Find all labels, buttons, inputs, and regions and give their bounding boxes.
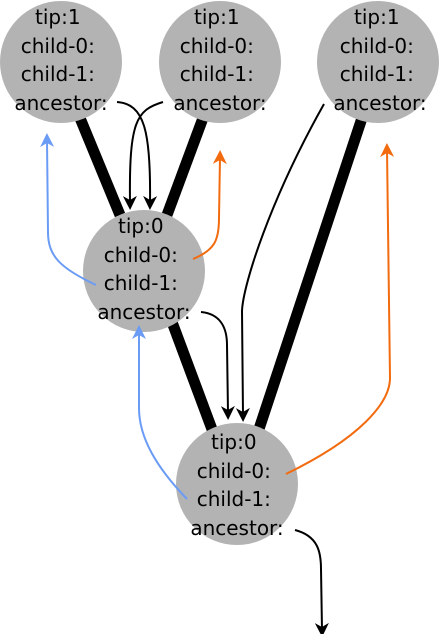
node-ancestor-label: ancestor: <box>14 91 107 115</box>
node-ancestor-label: ancestor: <box>190 516 283 540</box>
svg-text:tip:1 child-0:: tip:1 child-0: child-1: ancestor: <box>173 5 266 115</box>
node-child0-label: child-0: <box>197 459 271 483</box>
node-child1-label: child-1: <box>104 271 178 295</box>
edge-topleft-to-middle <box>74 115 126 218</box>
ancestor-pointer-top-right <box>235 103 325 422</box>
node-bottom: tip:0 child-0: child-1: ancestor: <box>176 423 298 545</box>
tree-edges <box>74 115 368 434</box>
node-child1-label: child-1: <box>180 62 254 86</box>
ancestor-pointer-middle <box>200 311 235 420</box>
node-child1-label: child-1: <box>340 62 414 86</box>
node-child0-label: child-0: <box>340 34 414 58</box>
node-circle <box>83 210 205 332</box>
node-circle <box>317 1 439 123</box>
node-top-left: tip:1 child-0: child-1: ancestor: <box>0 1 122 123</box>
child-pointer-bottom-orange <box>285 143 395 475</box>
node-middle: tip:0 child-0: child-1: ancestor: <box>83 210 205 332</box>
node-ancestor-label: ancestor: <box>97 300 190 324</box>
node-child1-label: child-1: <box>197 487 271 511</box>
child-pointer-bottom-blue <box>132 325 188 500</box>
ancestor-pointer-top-left <box>116 101 158 210</box>
node-child0-label: child-0: <box>104 243 178 267</box>
node-child0-label: child-0: <box>180 34 254 58</box>
node-child0-label: child-0: <box>21 34 95 58</box>
svg-text:tip:1 child-0:: tip:1 child-0: child-1: ancestor: <box>333 5 426 115</box>
child-pointer-middle-blue <box>40 133 97 286</box>
ancestor-pointer-top-middle <box>122 101 164 210</box>
node-tip-label: tip:0 <box>118 214 164 238</box>
edge-middle-to-bottom <box>166 320 219 434</box>
pointer-arrows <box>40 101 395 634</box>
edge-topmiddle-to-middle <box>161 116 209 217</box>
tree-nodes: tip:1 child-0: child-1: ancestor: tip:1 … <box>0 1 439 545</box>
svg-text:tip:0 child-0:: tip:0 child-0: child-1: ancestor: <box>97 214 190 324</box>
node-circle <box>0 1 122 123</box>
svg-text:tip:1 child-0:: tip:1 child-0: child-1: ancestor: <box>14 5 107 115</box>
node-tip-label: tip:1 <box>354 5 400 29</box>
child-pointer-middle-orange <box>192 150 227 260</box>
node-top-right: tip:1 child-0: child-1: ancestor: <box>317 1 439 123</box>
ancestor-pointer-bottom <box>294 529 329 634</box>
svg-text:tip:0 child-0:: tip:0 child-0: child-1: ancestor: <box>190 430 283 540</box>
node-ancestor-label: ancestor: <box>333 91 426 115</box>
node-ancestor-label: ancestor: <box>173 91 266 115</box>
node-tip-label: tip:1 <box>35 5 81 29</box>
node-circle <box>176 423 298 545</box>
node-tip-label: tip:0 <box>211 430 257 454</box>
edge-topright-to-bottom <box>252 116 368 434</box>
node-tip-label: tip:1 <box>194 5 240 29</box>
node-child1-label: child-1: <box>21 62 95 86</box>
node-circle <box>159 1 281 123</box>
node-top-middle: tip:1 child-0: child-1: ancestor: <box>159 1 281 123</box>
